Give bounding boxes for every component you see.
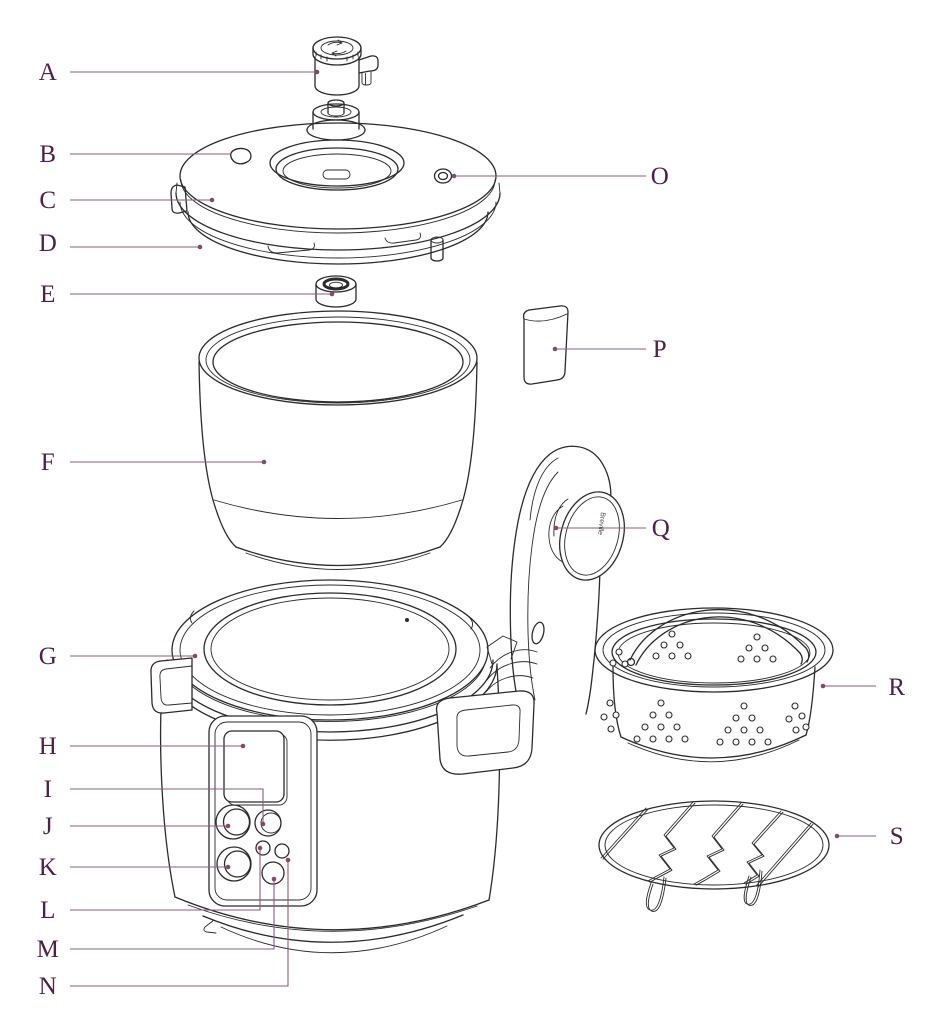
left-handle-drawing <box>150 657 193 714</box>
label-f: F <box>41 449 55 476</box>
label-k: K <box>39 854 58 881</box>
lid-safety-valve-drawing <box>433 168 453 184</box>
lid-arm-knob-drawing: Breville <box>559 491 625 581</box>
label-h: H <box>39 733 58 760</box>
label-c: C <box>39 187 56 214</box>
label-i: I <box>44 776 53 803</box>
condensation-collector-drawing <box>522 305 569 385</box>
label-s: S <box>890 823 904 850</box>
wire-rack-drawing <box>598 800 830 912</box>
label-j: J <box>43 813 53 840</box>
label-r: R <box>888 674 905 701</box>
small-right-button-drawing <box>274 843 290 859</box>
label-e: E <box>40 281 56 308</box>
leader-m <box>70 881 275 950</box>
leader-n <box>70 862 289 987</box>
label-p: P <box>653 336 667 363</box>
label-l: L <box>40 897 56 924</box>
label-b: B <box>39 141 56 168</box>
lid-vent-hole-drawing <box>230 147 252 165</box>
pressure-release-valve-drawing <box>312 36 379 96</box>
lid-arm-drawing: Breville <box>485 445 625 715</box>
leader-i <box>70 788 264 822</box>
leader-lines <box>70 69 876 987</box>
label-q: Q <box>652 515 671 542</box>
basket-handle-drawing <box>626 608 810 667</box>
lid-drawing <box>170 99 501 265</box>
cooking-bowl-drawing <box>198 310 478 570</box>
valve-sealing-nut-drawing <box>315 275 357 308</box>
lower-round-button-drawing <box>261 861 285 885</box>
part-labels: A B C D E F G H I J K L M N O P Q R S <box>37 59 905 1000</box>
right-handle-drawing <box>435 690 535 775</box>
label-m: M <box>37 936 60 963</box>
label-n: N <box>39 973 58 1000</box>
label-g: G <box>39 643 58 670</box>
knob-brand-text: Breville <box>596 512 606 536</box>
lcd-display-drawing <box>223 730 285 803</box>
label-o: O <box>651 163 670 190</box>
label-a: A <box>39 59 58 86</box>
label-d: D <box>39 230 58 257</box>
leader-l <box>70 850 261 911</box>
glass-lid-pin <box>405 618 409 622</box>
steaming-basket-drawing <box>594 607 834 763</box>
